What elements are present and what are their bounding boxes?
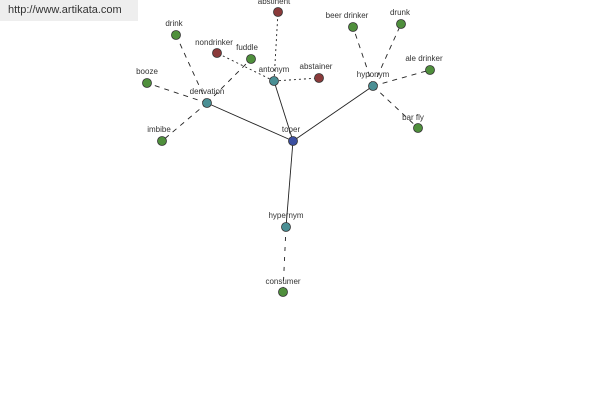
relation-hypernym-node[interactable]: [281, 222, 291, 232]
word-bar-fly-label[interactable]: bar fly: [402, 113, 424, 122]
word-consumer-node[interactable]: [278, 287, 288, 297]
word-fuddle-label[interactable]: fuddle: [236, 43, 258, 52]
edge-toper-hyponym: [292, 85, 374, 142]
word-abstinent-label[interactable]: abstinent: [258, 0, 291, 6]
edge-derivation-booze: [146, 82, 208, 104]
relation-hypernym-label[interactable]: hypernym: [268, 211, 303, 220]
edge-toper-derivation: [206, 102, 294, 142]
word-beer-drinker-label[interactable]: beer drinker: [326, 11, 369, 20]
edge-toper-antonym: [273, 80, 294, 142]
word-abstainer-node[interactable]: [314, 73, 324, 83]
relation-derivation-node[interactable]: [202, 98, 212, 108]
word-toper-node[interactable]: [288, 136, 298, 146]
edge-antonym-abstainer: [273, 77, 320, 82]
edge-derivation-imbibe: [161, 102, 208, 142]
edge-derivation-fuddle: [206, 58, 252, 104]
word-nondrinker-node[interactable]: [212, 48, 222, 58]
word-ale-drinker-node[interactable]: [425, 65, 435, 75]
word-drunk-node[interactable]: [396, 19, 406, 29]
edge-toper-hypernym: [285, 140, 294, 228]
word-drunk-label[interactable]: drunk: [390, 8, 411, 17]
edge-hyponym-bar-fly: [372, 85, 419, 129]
word-fuddle-node[interactable]: [246, 54, 256, 64]
word-imbibe-node[interactable]: [157, 136, 167, 146]
word-beer-drinker-node[interactable]: [348, 22, 358, 32]
relation-antonym-node[interactable]: [269, 76, 279, 86]
word-drink-node[interactable]: [171, 30, 181, 40]
relation-hyponym-label[interactable]: hyponym: [357, 70, 390, 79]
word-drink-label[interactable]: drink: [165, 19, 183, 28]
word-booze-label[interactable]: booze: [136, 67, 158, 76]
edge-hypernym-consumer: [282, 226, 287, 293]
word-ale-drinker-label[interactable]: ale drinker: [405, 54, 443, 63]
word-toper-label[interactable]: toper: [282, 125, 301, 134]
word-imbibe-label[interactable]: imbibe: [147, 125, 171, 134]
relation-hyponym-node[interactable]: [368, 81, 378, 91]
relation-antonym-label[interactable]: antonym: [259, 65, 290, 74]
word-bar-fly-node[interactable]: [413, 123, 423, 133]
edge-antonym-nondrinker: [216, 52, 275, 82]
word-abstainer-label[interactable]: abstainer: [300, 62, 333, 71]
relation-derivation-label[interactable]: derivation: [190, 87, 225, 96]
word-consumer-label[interactable]: consumer: [265, 277, 300, 286]
word-nondrinker-label[interactable]: nondrinker: [195, 38, 233, 47]
source-url-banner[interactable]: http://www.artikata.com: [0, 0, 138, 21]
word-abstinent-node[interactable]: [273, 7, 283, 17]
word-booze-node[interactable]: [142, 78, 152, 88]
edge-antonym-abstinent: [273, 11, 279, 82]
edge-derivation-drink: [175, 34, 208, 104]
edge-hyponym-beer-drinker: [352, 26, 374, 87]
edge-hyponym-drunk: [372, 23, 402, 87]
